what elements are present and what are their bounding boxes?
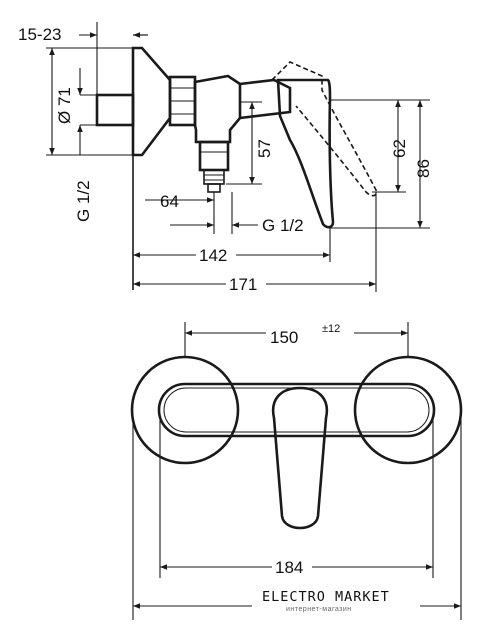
dim-171-label-bg [226, 272, 266, 292]
dim-142-label-bg [196, 243, 236, 263]
watermark-box [252, 578, 420, 628]
dim-171-label: 171 [229, 275, 257, 294]
dim-142-label: 142 [199, 246, 227, 265]
dim-15-23-label: 15-23 [18, 25, 61, 44]
dim-57-label: 57 [255, 139, 274, 158]
dim-184-label: 184 [275, 558, 303, 577]
lever-handle [276, 78, 335, 229]
outlet-tip [207, 183, 221, 193]
dim-150-label-bg [266, 322, 354, 344]
side-view: 15-23 Ø 71 G 1/2 64 G 1/2 57 62 [18, 22, 433, 294]
dim-dia71-label: Ø 71 [55, 87, 74, 124]
dim-150-label: 150 [270, 328, 298, 347]
dim-64-label: 64 [160, 192, 179, 211]
mixer-body-top-inner [163, 387, 430, 433]
lever-top [271, 386, 329, 530]
dim-g12-right-label: G 1/2 [262, 216, 304, 235]
right-rosette [353, 355, 463, 465]
wall-pipe [95, 93, 135, 127]
dim-g12-left-label: G 1/2 [74, 180, 93, 222]
dim-184-label-bg [272, 556, 312, 576]
cartridge-housing [239, 78, 292, 120]
dim-tolerance-label: ±12 [322, 323, 340, 335]
dim-86-label: 86 [414, 159, 433, 178]
mixer-body-top [157, 382, 436, 438]
outlet-thread [203, 169, 225, 185]
mixer-body [193, 74, 242, 144]
top-view: 150 ±12 184 [130, 322, 463, 620]
escutcheon-cone [131, 46, 172, 157]
watermark-subtitle: интернет-магазин [286, 606, 352, 613]
dim-62-label: 62 [390, 139, 409, 158]
mixer-lower-body [198, 140, 230, 172]
lever-open-position [271, 61, 378, 197]
watermark-title: ELECTRO MARKET [262, 589, 390, 605]
left-rosette [130, 355, 240, 465]
